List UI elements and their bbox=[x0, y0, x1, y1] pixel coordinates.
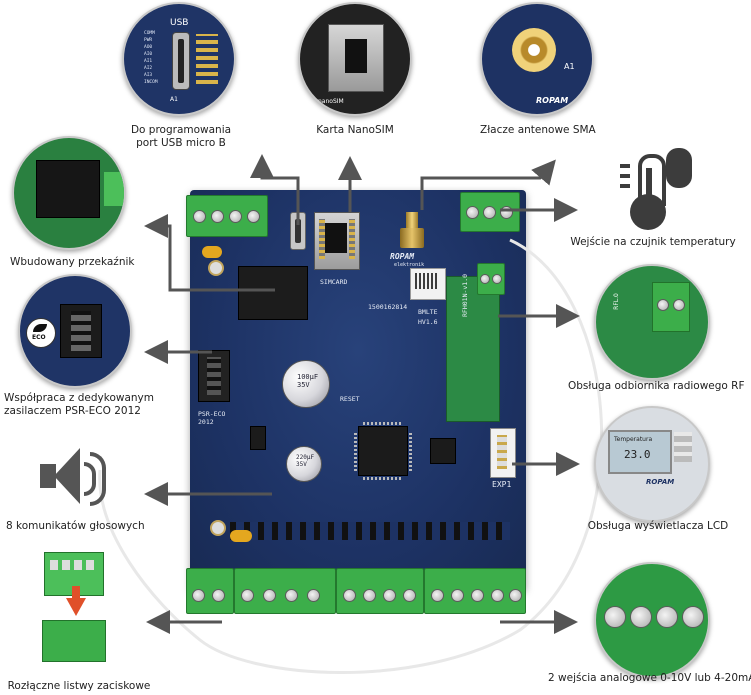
exp-silkscreen: EXP1 bbox=[492, 480, 512, 489]
sma-connector bbox=[400, 212, 424, 250]
psr-label: Współpraca z dedykowanym zasilaczem PSR-… bbox=[4, 392, 154, 417]
speaker-icon bbox=[36, 444, 106, 510]
nanosim-label: Karta NanoSIM bbox=[316, 124, 394, 136]
psr-connector bbox=[198, 350, 230, 402]
rf-callout: RFL.0 bbox=[594, 264, 710, 380]
tantalum-capacitor bbox=[202, 246, 222, 258]
rf-module: RFH01N-v1.0 bbox=[446, 263, 505, 422]
nanosim-callout: nanoSIM bbox=[298, 2, 412, 116]
simcard-silkscreen: SIMCARD bbox=[320, 278, 348, 286]
bottom-terminal-2 bbox=[234, 568, 336, 614]
analog-callout bbox=[594, 562, 710, 678]
relay-terminal-block bbox=[186, 195, 268, 237]
serial-number: 1500162814 bbox=[368, 303, 408, 311]
mount-hole bbox=[208, 260, 224, 276]
exp-connector bbox=[490, 428, 516, 478]
mount-hole bbox=[210, 520, 226, 536]
capacitor-large: 100µF 35V bbox=[282, 360, 330, 408]
reset-silkscreen: RESET bbox=[340, 395, 360, 403]
main-microcontroller bbox=[354, 422, 412, 480]
voice-label: 8 komunikatów głosowych bbox=[6, 520, 145, 532]
board-brand-sub: elektronik bbox=[394, 262, 425, 268]
thermometer-icon bbox=[616, 148, 692, 230]
bottom-terminal-4 bbox=[424, 568, 526, 614]
terminals-label: Rozłączne listwy zaciskowe bbox=[7, 680, 151, 692]
eco-leaf-icon: ECO bbox=[26, 318, 56, 348]
controller-board: SIMCARD ROPAM elektronik 1500162814 BMLT… bbox=[186, 190, 526, 614]
psr-silkscreen: PSR-ECO 2012 bbox=[198, 410, 226, 426]
rf-label: Obsługa odbiornika radiowego RF bbox=[568, 380, 745, 392]
qr-sticker bbox=[410, 268, 446, 300]
pin-header-row bbox=[230, 522, 510, 540]
analog-label: 2 wejścia analogowe 0-10V lub 4-20mA bbox=[548, 672, 751, 684]
relay bbox=[238, 266, 308, 320]
arrow-relay bbox=[144, 214, 275, 292]
rf-terminal bbox=[477, 263, 505, 295]
temp-label: Wejście na czujnik temperatury bbox=[570, 236, 736, 248]
psr-callout: ECO bbox=[18, 274, 132, 388]
temperature-terminal-block bbox=[460, 192, 520, 232]
board-version: HV1.6 bbox=[418, 318, 438, 326]
sma-label: Złacze antenowe SMA bbox=[480, 124, 596, 136]
bottom-terminal-1 bbox=[186, 568, 234, 614]
audio-chip bbox=[250, 426, 266, 450]
arrow-sma bbox=[420, 159, 556, 210]
arrow-usb bbox=[250, 154, 300, 225]
sma-callout: A1 ROPAM bbox=[480, 2, 594, 116]
tantalum-capacitor-2 bbox=[230, 530, 252, 542]
capacitor-small: 220µF 35V bbox=[286, 446, 322, 482]
secondary-chip bbox=[430, 438, 456, 464]
relay-label: Wbudowany przekaźnik bbox=[10, 256, 135, 268]
usb-port-closeup bbox=[172, 32, 190, 90]
board-model: BMLTE bbox=[418, 308, 438, 316]
lcd-callout: Temperatura 23.0 ROPAM bbox=[594, 406, 710, 522]
board-brand: ROPAM bbox=[390, 252, 415, 261]
relay-callout bbox=[12, 136, 126, 250]
bottom-terminal-3 bbox=[336, 568, 424, 614]
terminals-illustration bbox=[40, 552, 106, 664]
usb-label: Do programowania port USB micro B bbox=[130, 124, 232, 149]
sim-slot bbox=[314, 212, 360, 270]
lcd-label: Obsługa wyświetlacza LCD bbox=[587, 520, 729, 532]
temperature-sensor-wire bbox=[98, 238, 604, 674]
